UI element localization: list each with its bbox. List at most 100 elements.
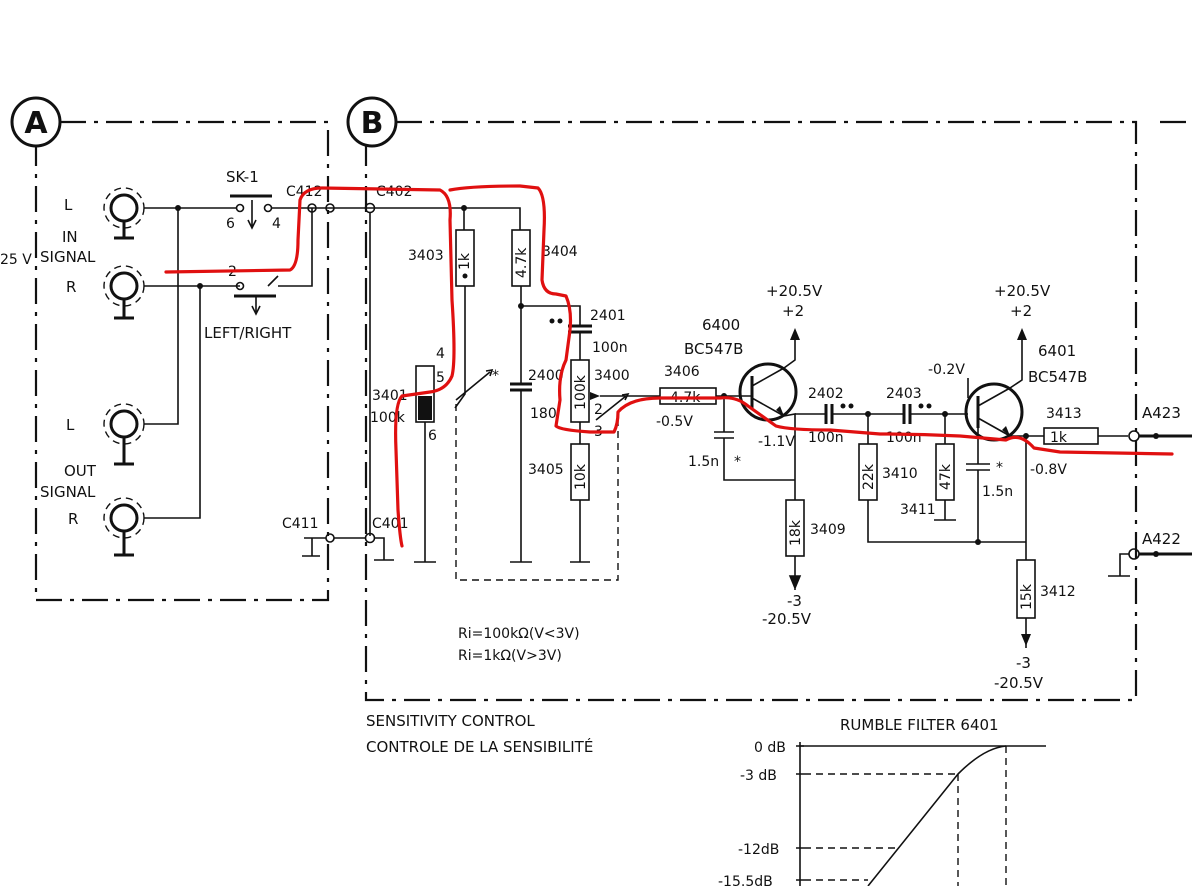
c2400-mark: *: [492, 368, 499, 384]
r3413-value: 1k: [1050, 430, 1068, 446]
vcc1-voltage: +20.5V: [766, 282, 823, 300]
r3409-value: 18k: [788, 519, 804, 546]
c2401-ref: 2401: [590, 308, 626, 324]
rumble-y-label-0: 0 dB: [754, 740, 786, 756]
r3401-value: 100k: [370, 410, 406, 426]
vee2-voltage: -20.5V: [994, 674, 1044, 692]
vcc2-pin: +2: [1010, 302, 1032, 320]
resistor-3411: 47k 3411: [900, 411, 956, 521]
c401-label: C401: [372, 516, 409, 532]
r3410-ref: 3410: [882, 466, 918, 482]
rumble-y-label-2: -12dB: [738, 842, 779, 858]
in-signal-label-2: SIGNAL: [40, 248, 96, 266]
jack-in-r: [103, 265, 240, 320]
resistor-3409: 18k 3409 -3 -20.5V: [762, 499, 846, 628]
switch-sk1: SK-1 6 4 2 LEFT/RIGHT: [178, 168, 313, 342]
jack-out-r: [103, 283, 203, 557]
c2402-value: 100n: [808, 430, 844, 446]
block-a: A: [10, 96, 330, 602]
resistor-3412: 15k 3412 -3 -20.5V: [994, 559, 1076, 692]
r3412-ref: 3412: [1040, 584, 1076, 600]
capacitor-2401: 2401 100n: [549, 308, 628, 360]
rumble-title: RUMBLE FILTER 6401: [840, 716, 999, 734]
resistor-3403: 1k 3403: [408, 229, 475, 409]
red-signal-path-annotation: [164, 184, 1174, 548]
sk1-caption: LEFT/RIGHT: [204, 324, 292, 342]
emit1-voltage: -1.1V: [758, 434, 795, 450]
base2-voltage: -0.2V: [928, 362, 965, 378]
r3411-value: 47k: [938, 463, 954, 490]
r3404-value: 4.7k: [514, 247, 530, 278]
t6400-ref: 6400: [702, 316, 740, 334]
block-a-label: A: [24, 106, 48, 141]
c1n5-1-value: 1.5n: [688, 454, 719, 470]
r3405-ref: 3405: [528, 462, 564, 478]
capacitor-2402: 2402 100n: [795, 386, 904, 446]
c411-label: C411: [282, 516, 319, 532]
in-signal-label-1: IN: [62, 228, 78, 246]
rumble-y-label-3: -15.5dB: [718, 874, 773, 886]
block-b-label: B: [361, 106, 384, 141]
c2403-value: 100n: [886, 430, 922, 446]
c402-label: C402: [376, 184, 413, 200]
resistor-3405: 10k 3405: [528, 443, 590, 563]
sw3401-pin5: 5: [436, 370, 445, 386]
a422-label: A422: [1142, 530, 1181, 548]
r3409-ref: 3409: [810, 522, 846, 538]
out-r-label: R: [68, 510, 78, 528]
ri-note-1: Ri=100kΩ(V<3V): [458, 626, 580, 642]
vcc1-pin: +2: [782, 302, 804, 320]
r3403-ref: 3403: [408, 248, 444, 264]
t6401-type: BC547B: [1028, 368, 1087, 386]
vee1-pin: -3: [787, 592, 802, 610]
vee2-pin: -3: [1016, 654, 1031, 672]
out-l-label: L: [66, 416, 75, 434]
rumble-y-label-1: -3 dB: [740, 768, 777, 784]
in-r-label: R: [66, 278, 76, 296]
connectors: C412 C402 C411 C401: [282, 184, 521, 561]
r3405-value: 10k: [573, 463, 589, 490]
base1-voltage: -0.5V: [656, 414, 693, 430]
output-connectors: A423 A422: [1108, 404, 1192, 577]
pot3400-ref: 3400: [594, 368, 630, 384]
output-voltage: -0.8V: [1030, 462, 1067, 478]
c2400-ref: 2400: [528, 368, 564, 384]
vee1-voltage: -20.5V: [762, 610, 812, 628]
c1n5-1-mark: *: [734, 454, 741, 470]
in-l-label: L: [64, 196, 73, 214]
c2403-ref: 2403: [886, 386, 922, 402]
sk1-name: SK-1: [226, 168, 259, 186]
side-voltage-label: 25 V: [0, 252, 32, 268]
sk1-pin6: 6: [226, 216, 235, 232]
r3413-ref: 3413: [1046, 406, 1082, 422]
t6400-type: BC547B: [684, 340, 743, 358]
c2400-value: 180: [530, 406, 557, 422]
ri-note-2: Ri=1kΩ(V>3V): [458, 648, 562, 664]
sk1-pin4: 4: [272, 216, 281, 232]
r3404-ref: 3404: [542, 244, 578, 260]
rumble-filter-graph: RUMBLE FILTER 6401 0 dB -3 dB -12dB -15.…: [718, 716, 1046, 886]
resistor-3410: 22k 3410: [858, 411, 1026, 543]
jack-in-l: [103, 187, 178, 240]
caption-en: SENSITIVITY CONTROL: [366, 712, 535, 730]
sw3401-pin4: 4: [436, 346, 445, 362]
out-signal-label-1: OUT: [64, 462, 97, 480]
c1n5-2-mark: *: [996, 460, 1003, 476]
caption-fr: CONTROLE DE LA SENSIBILITÉ: [366, 737, 593, 756]
out-signal-label-2: SIGNAL: [40, 483, 96, 501]
c1n5-2-value: 1.5n: [982, 484, 1013, 500]
vcc2-voltage: +20.5V: [994, 282, 1051, 300]
r3410-value: 22k: [861, 463, 877, 490]
pot3400-value: 100k: [573, 374, 589, 410]
r3406-ref: 3406: [664, 364, 700, 380]
t6401-ref: 6401: [1038, 342, 1076, 360]
pot-3400: 100k 3400 2 3: [570, 359, 660, 444]
sw3401-pin6: 6: [428, 428, 437, 444]
r3411-ref: 3411: [900, 502, 936, 518]
capacitor-2400: 2400 180 *: [492, 368, 564, 563]
r3412-value: 15k: [1019, 583, 1035, 610]
jack-out-l: [103, 205, 181, 466]
resistor-3413: 1k 3413: [1043, 406, 1128, 446]
transistor-6401: 6401 BC547B +20.5V +2 -0.2V -0.8V: [928, 282, 1087, 560]
